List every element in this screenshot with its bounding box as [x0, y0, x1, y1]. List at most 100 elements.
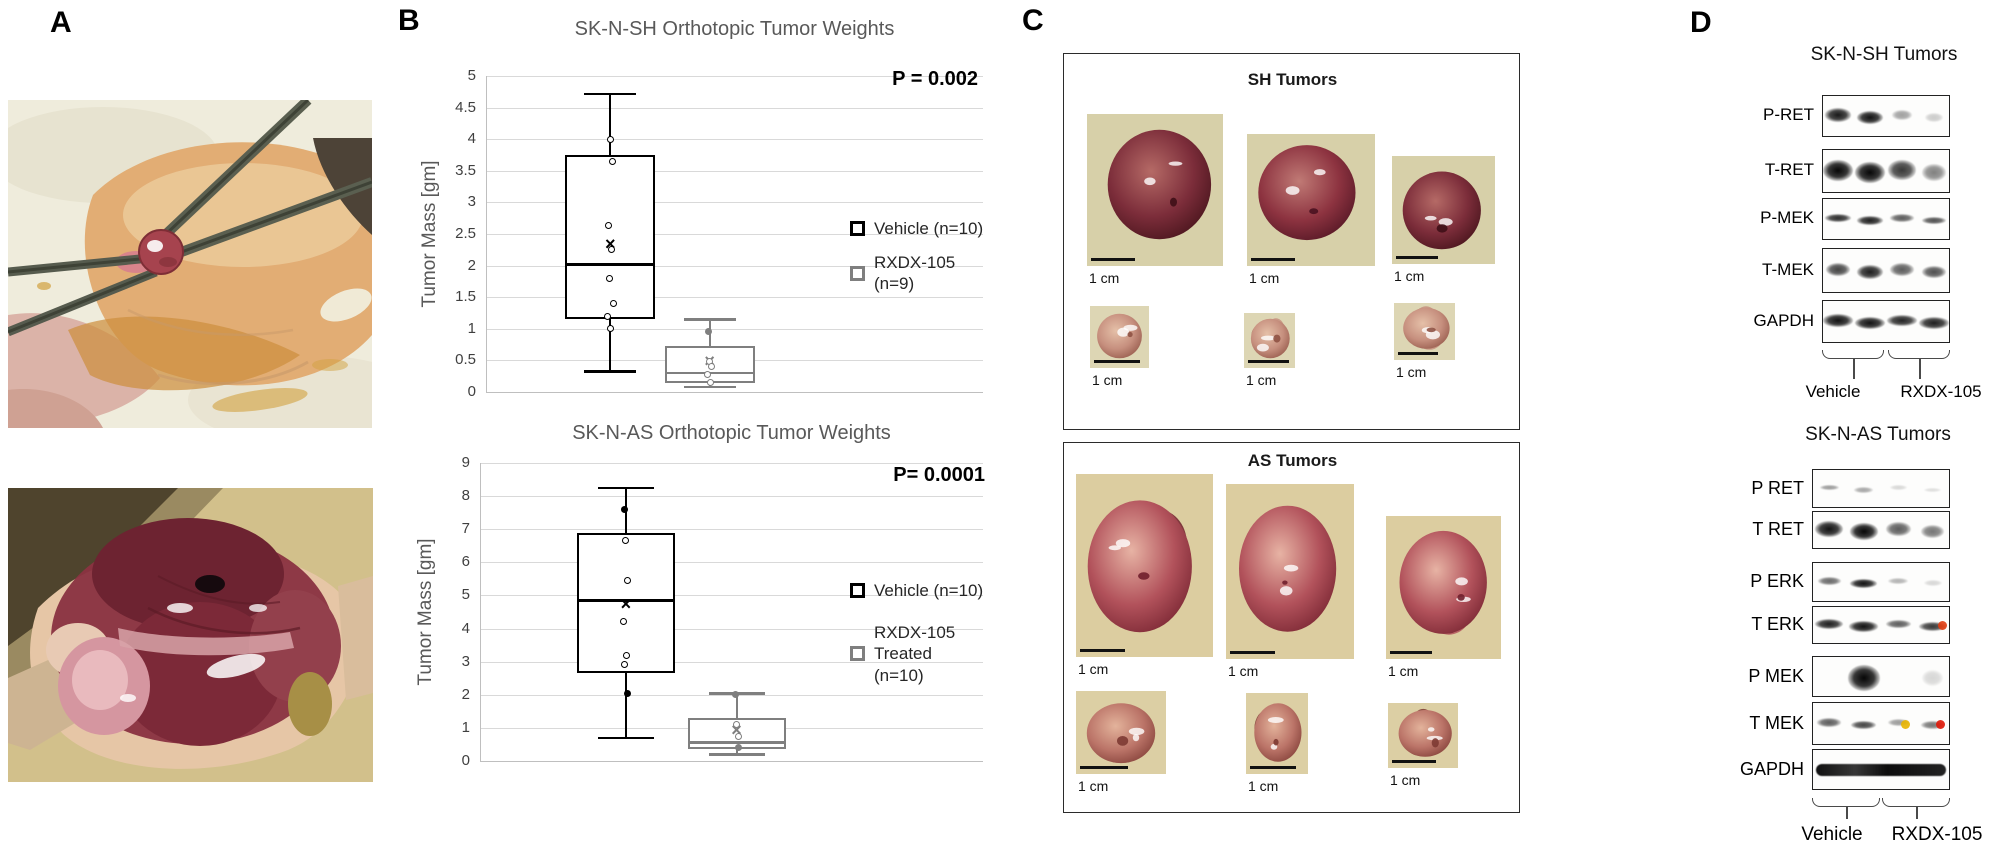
chart-title: SK-N-SH Orthotopic Tumor Weights	[574, 18, 895, 40]
legend-item: RXDX-105 Treated (n=10)	[850, 622, 998, 686]
blot-box	[1812, 656, 1950, 697]
lane-group-bracket-tail	[1846, 807, 1848, 819]
scale-label: 1 cm	[1388, 663, 1419, 679]
blot-band	[1856, 216, 1884, 225]
gridline	[486, 202, 983, 204]
blot-band	[1922, 164, 1946, 181]
data-point-open	[622, 537, 630, 545]
blot-band-continuous	[1816, 763, 1946, 776]
legend-item: Vehicle (n=10)	[850, 218, 983, 239]
tumor-art	[1247, 134, 1375, 266]
data-point-open	[609, 300, 617, 308]
gridline	[480, 628, 983, 630]
panel-label-d: D	[1690, 6, 1712, 39]
tumor-photo	[1247, 134, 1375, 266]
blot-band	[1889, 485, 1907, 490]
box-vehicle	[576, 532, 675, 674]
median-line	[687, 741, 786, 744]
treatment-group-label: Vehicle	[1805, 382, 1861, 401]
y-tick-label: 6	[461, 553, 470, 571]
blot-band	[1849, 621, 1879, 632]
whisker-stem-upper	[609, 93, 612, 155]
blot-band	[1856, 110, 1884, 125]
gridline	[480, 595, 983, 597]
lane-group-bracket-tail	[1919, 359, 1921, 379]
y-tick-label: 5	[461, 586, 470, 604]
y-tick-label: 1.5	[455, 288, 476, 306]
gridline	[486, 328, 983, 330]
treatment-group-label: Vehicle	[1801, 824, 1863, 845]
data-point-open	[606, 135, 614, 143]
blot-band	[1924, 113, 1944, 122]
data-point-open	[604, 222, 612, 230]
tumor-art	[1394, 303, 1455, 360]
blot-band	[1886, 314, 1918, 327]
lane-group-bracket	[1882, 798, 1950, 807]
gridline	[486, 297, 983, 299]
blot-band	[1891, 109, 1913, 120]
scale-bar	[1094, 360, 1140, 363]
blot-band	[1817, 577, 1841, 585]
gridline	[480, 463, 983, 464]
gridline	[480, 529, 983, 531]
scale-bar	[1250, 766, 1296, 769]
data-point-open	[708, 363, 716, 371]
scale-bar	[1251, 258, 1295, 261]
tumor-art	[1226, 484, 1354, 659]
data-point-open	[624, 577, 632, 585]
tumor-photo	[1226, 484, 1354, 659]
surgery-photo-art	[8, 100, 372, 428]
whisker-stem-lower	[735, 749, 738, 755]
blot-band	[1921, 265, 1947, 279]
y-tick-label: 4.5	[455, 98, 476, 116]
data-point-filled	[624, 689, 632, 697]
blot-band	[1922, 669, 1944, 686]
whisker-cap-lower	[597, 736, 654, 740]
tumor-art	[1087, 114, 1223, 266]
treatment-group-label: RXDX-105	[1900, 382, 1982, 401]
gridline	[480, 694, 983, 696]
y-tick-label: 7	[461, 520, 470, 538]
y-axis-label: Tumor Mass [gm]	[419, 160, 440, 308]
mean-marker: ×	[620, 594, 632, 615]
blot-section-title: SK-N-SH Tumors	[1810, 44, 1958, 65]
data-point-open	[733, 721, 741, 729]
y-tick-label: 2.5	[455, 225, 476, 242]
data-point-open	[606, 325, 614, 333]
legend-swatch	[850, 221, 865, 237]
blot-band	[1885, 619, 1911, 629]
legend-label: Vehicle (n=10)	[874, 581, 984, 600]
data-point-open	[620, 618, 628, 626]
gridline	[486, 107, 983, 109]
y-tick-label: 1	[467, 319, 476, 337]
chart-title: SK-N-AS Orthotopic Tumor Weights	[572, 422, 891, 444]
y-tick-label: 5	[467, 67, 476, 84]
blot-row-label: T MEK	[1749, 712, 1804, 733]
blot-row-label: T RET	[1752, 519, 1804, 539]
median-line	[576, 599, 675, 602]
tumor-art	[1386, 516, 1501, 659]
blot-band	[1822, 314, 1854, 327]
blot-band	[1850, 578, 1878, 589]
blot-band	[1921, 721, 1945, 729]
scale-bar	[1398, 352, 1438, 355]
blot-section-title: SK-N-AS Tumors	[1805, 424, 1951, 445]
blot-band	[1921, 524, 1945, 539]
y-tick-label: 8	[461, 487, 470, 505]
scale-label: 1 cm	[1394, 268, 1425, 284]
data-point-filled	[621, 505, 629, 513]
blot-band	[1923, 580, 1942, 587]
blot-band	[1854, 487, 1874, 493]
tumor-box-title: SH Tumors	[1247, 70, 1338, 89]
tumor-art	[1246, 693, 1308, 774]
blot-band	[1817, 718, 1842, 727]
y-axis-line	[486, 76, 487, 392]
lane-group-bracket-tail	[1853, 359, 1855, 379]
blot-band	[1890, 214, 1914, 222]
whisker-stem-lower	[609, 319, 612, 372]
blot-band	[1851, 720, 1877, 730]
blot-band	[1823, 159, 1853, 181]
scale-bar	[1080, 649, 1125, 652]
blot-band	[1819, 484, 1839, 491]
